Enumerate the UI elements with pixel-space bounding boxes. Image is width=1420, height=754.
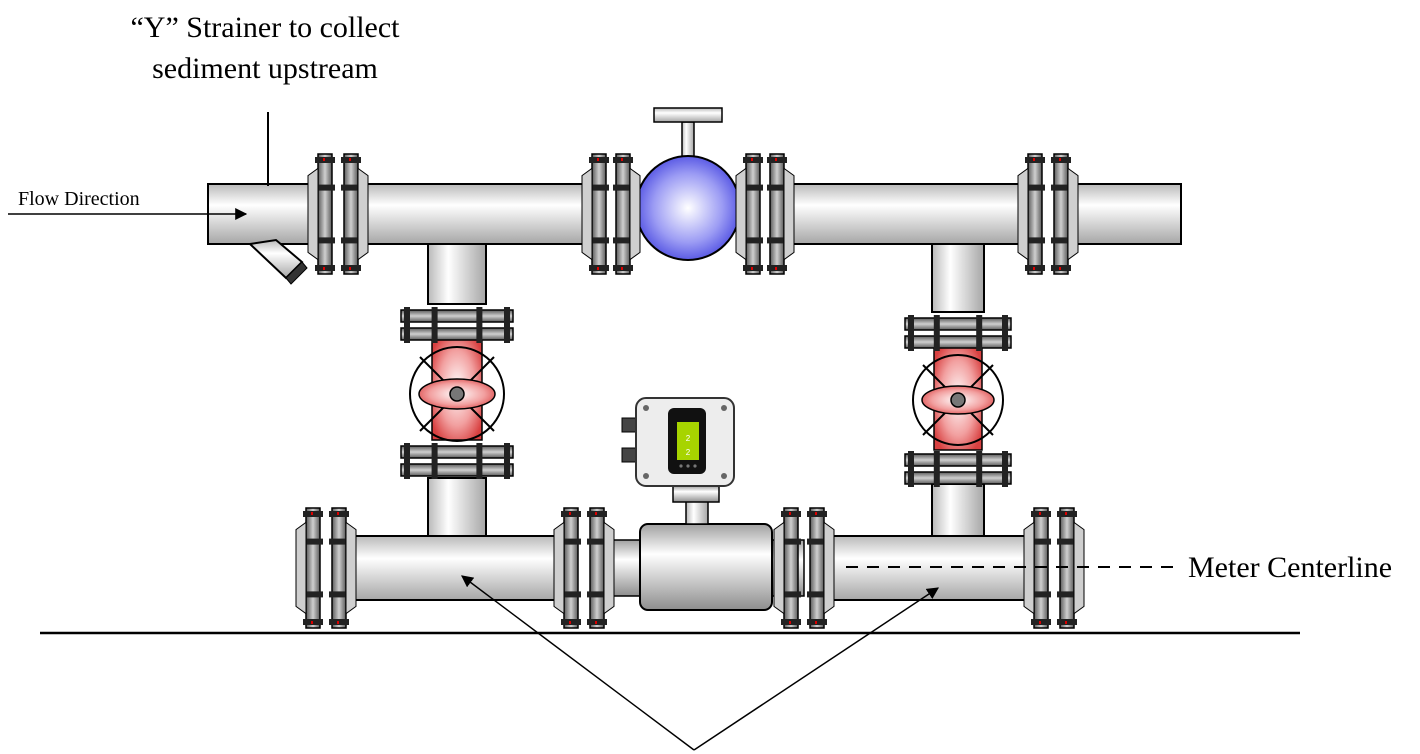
right-riser-lower [931,483,985,537]
right-riser-upper [931,243,985,313]
flange-ball-valve-left [581,153,641,275]
meter-centerline-label: Meter Centerline [1188,551,1392,584]
top-header-pipe-right [784,183,1026,245]
flange-left-valve-top [400,307,514,343]
flange-bottom-right-end [1023,507,1085,629]
flange-ball-valve-right [735,153,795,275]
flange-outlet [1017,153,1079,275]
flange-meter-left [553,507,615,629]
pointer-arrow-left [461,575,695,751]
strainer-label-line2: sediment upstream [152,52,378,85]
butterfly-valve-right-icon [912,345,1004,451]
flange-bottom-left-end [295,507,357,629]
bottom-pipe-left [353,535,557,601]
flange-right-valve-top [904,315,1012,351]
flow-direction-label: Flow Direction [18,188,140,210]
top-header-pipe-left [359,183,591,245]
meter-display-line1: 2 [686,434,691,443]
flange-right-valve-bottom [904,451,1012,487]
strainer-label-line1: “Y” Strainer to collect [130,11,400,44]
pointer-arrow-right [693,587,939,751]
left-riser-upper [427,243,487,305]
flange-inlet [307,153,369,275]
flanges [295,153,1085,629]
flange-meter-right [773,507,835,629]
y-strainer-icon [247,238,308,285]
ball-valve-icon [635,155,741,261]
left-riser-lower [427,477,487,537]
flange-left-valve-bottom [400,443,514,479]
outlet-pipe [1074,183,1182,245]
butterfly-valve-left-icon [409,335,505,442]
ball-valve-handle-icon [653,107,723,159]
meter-display-line2: 2 [686,448,691,457]
